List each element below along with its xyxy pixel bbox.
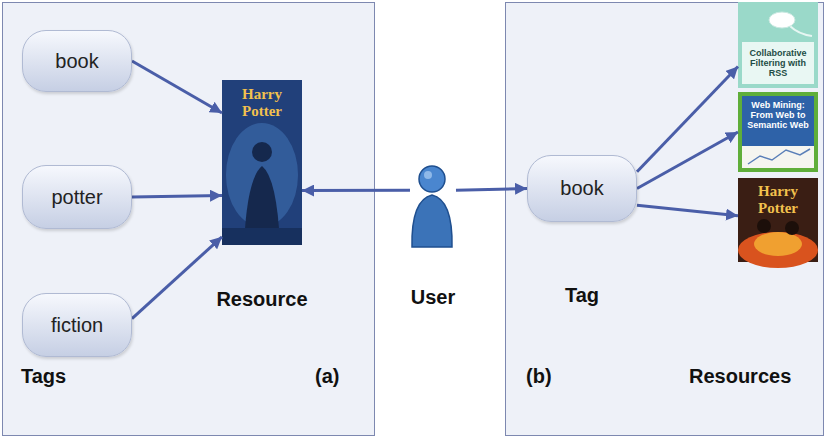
panel-letter: (a) [315, 365, 339, 388]
cover-art-web-mining [738, 92, 818, 172]
user-label: User [411, 286, 455, 309]
tag-text: potter [51, 186, 102, 209]
tag-text: fiction [51, 314, 103, 337]
book-cover: Harry Potter [738, 178, 818, 262]
tag-text: book [560, 177, 603, 200]
book-cover: Web Mining: From Web to Semantic Web [738, 92, 818, 172]
tag-pill: potter [22, 165, 132, 229]
resource-label: Resource [216, 288, 307, 311]
arrow-connector [132, 237, 222, 319]
arrow-connector [637, 132, 738, 189]
book-cover: Collaborative Filtering with RSS [738, 2, 818, 88]
panel-letter: (b) [526, 365, 552, 388]
book-cover: Harry PotterResource [222, 80, 302, 245]
cover-title: Web Mining: From Web to Semantic Web [746, 100, 810, 130]
panel: Tags(a)bookpotterfictionHarry PotterReso… [2, 2, 375, 436]
resource-cover-art [222, 80, 302, 245]
tag-pill: bookTag [527, 155, 637, 222]
arrow-connector [132, 61, 222, 113]
panel-title: Tags [21, 365, 66, 388]
user-icon [412, 166, 452, 247]
arrow-connector [637, 67, 738, 172]
cover-title: Harry Potter [226, 86, 298, 120]
panel-title: Resources [689, 365, 791, 388]
arrow-connector [637, 205, 738, 216]
cover-title: Collaborative Filtering with RSS [744, 48, 812, 78]
cover-title: Harry Potter [742, 183, 814, 217]
tag-label: Tag [565, 284, 599, 307]
user-figure: User [410, 163, 456, 248]
arrow-connector [132, 196, 222, 198]
panel: (b)ResourcesbookTagCollaborative Filteri… [505, 2, 824, 436]
arrow-connector [456, 189, 527, 191]
tag-pill: book [22, 30, 132, 92]
cover-art-harry-potter [738, 178, 818, 268]
arrow-connector [302, 189, 410, 192]
cover-art-rss [738, 2, 818, 88]
tag-text: book [55, 50, 98, 73]
tag-pill: fiction [22, 293, 132, 357]
